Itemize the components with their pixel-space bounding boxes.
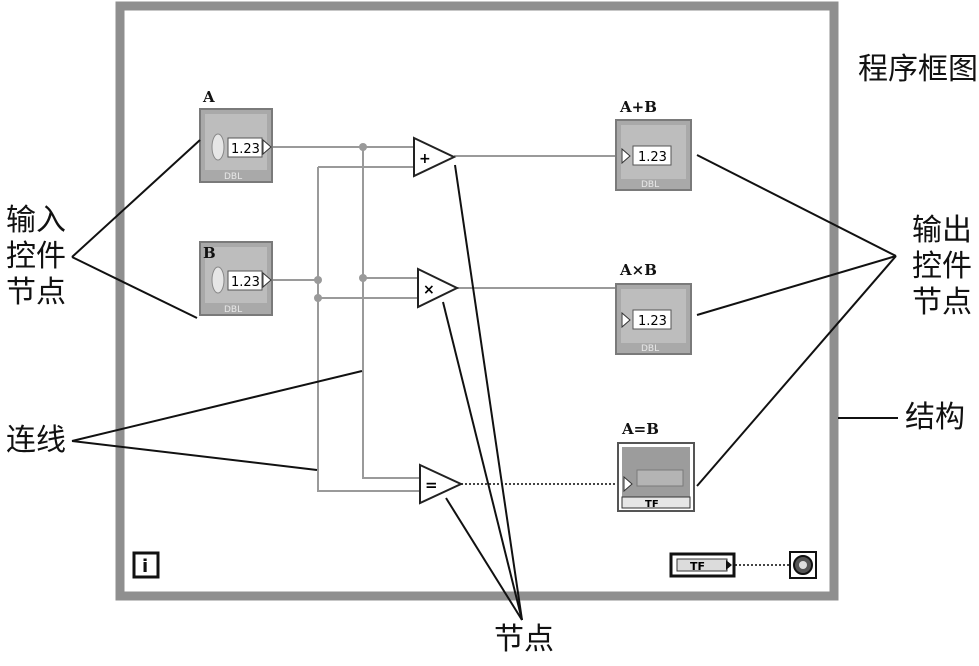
callout-output-sum — [696, 154, 897, 257]
stop-control[interactable]: TF — [669, 552, 736, 578]
annotation-wires: 连线 — [6, 423, 66, 458]
input-terminal-b[interactable]: 1.23 DBL — [199, 241, 273, 316]
annotation-line: 控件 — [912, 249, 972, 284]
led-icon — [636, 469, 684, 487]
annotation-input-nodes: 输入 控件 节点 — [6, 203, 66, 311]
dbl-tag: DBL — [641, 180, 659, 190]
iteration-symbol: i — [142, 556, 148, 577]
multiply-symbol: × — [423, 282, 435, 298]
callout-lines — [71, 139, 898, 621]
annotation-line: 输入 — [6, 203, 66, 238]
annotation-line: 控件 — [6, 239, 66, 274]
equal-node[interactable]: = — [419, 463, 464, 505]
add-node[interactable]: + — [413, 136, 457, 178]
equal-symbol: = — [425, 476, 438, 494]
callout-input-a — [71, 139, 201, 258]
numeric-value: 1.23 — [231, 275, 260, 290]
wire-a-branch — [362, 147, 420, 479]
callout-node-add — [454, 164, 523, 621]
callout-node-equal — [445, 497, 523, 621]
dbl-tag: DBL — [224, 172, 242, 182]
diagram-title: 程序框图 — [858, 52, 978, 87]
annotation-line: 节点 — [6, 275, 66, 310]
output-terminal-sum[interactable]: 1.23 DBL — [615, 119, 692, 191]
input-arrow-icon — [621, 311, 631, 329]
input-terminal-a[interactable]: 1.23 DBL — [199, 108, 273, 183]
annotation-output-nodes: 输出 控件 节点 — [912, 213, 972, 321]
numeric-value: 1.23 — [638, 314, 667, 329]
callout-node-multiply — [442, 301, 523, 621]
iteration-terminal[interactable]: i — [132, 551, 160, 579]
multiply-node[interactable]: × — [417, 267, 460, 309]
spinner-icon — [211, 266, 225, 294]
bool-tag: TF — [645, 499, 659, 510]
terminal-label-b: B — [203, 244, 216, 262]
callout-output-equal — [696, 255, 897, 487]
callout-wire-2 — [71, 440, 318, 471]
while-loop-frame[interactable] — [115, 1, 839, 601]
annotation-line: 输出 — [912, 213, 972, 248]
terminal-label-a: A — [203, 88, 215, 106]
input-arrow-icon — [623, 475, 633, 493]
annotation-line: 节点 — [912, 285, 972, 320]
dbl-tag: DBL — [641, 344, 659, 354]
wire-junctions — [314, 143, 367, 302]
bool-tag: TF — [690, 560, 705, 573]
dbl-tag: DBL — [224, 305, 242, 315]
output-arrow-icon — [262, 271, 272, 289]
output-arrow-icon — [262, 138, 272, 156]
annotation-structure: 结构 — [905, 400, 965, 435]
callout-input-b — [71, 256, 198, 319]
callout-wire-1 — [71, 370, 363, 442]
wires — [271, 146, 620, 492]
output-terminal-equal[interactable]: TF — [617, 442, 695, 512]
output-terminal-product[interactable]: 1.23 DBL — [615, 283, 692, 355]
terminal-label-product: A×B — [620, 261, 657, 279]
callout-output-product — [696, 255, 897, 316]
input-arrow-icon — [621, 147, 631, 165]
annotation-nodes: 节点 — [494, 622, 554, 657]
numeric-value: 1.23 — [231, 142, 260, 157]
loop-condition-terminal[interactable] — [789, 551, 817, 579]
wire-b-branch — [317, 167, 420, 492]
spinner-icon — [211, 133, 225, 161]
output-arrow-icon — [726, 560, 732, 570]
terminal-label-sum: A+B — [620, 98, 657, 116]
terminal-label-equal: A=B — [622, 420, 659, 438]
numeric-value: 1.23 — [638, 150, 667, 165]
add-symbol: + — [419, 151, 431, 167]
